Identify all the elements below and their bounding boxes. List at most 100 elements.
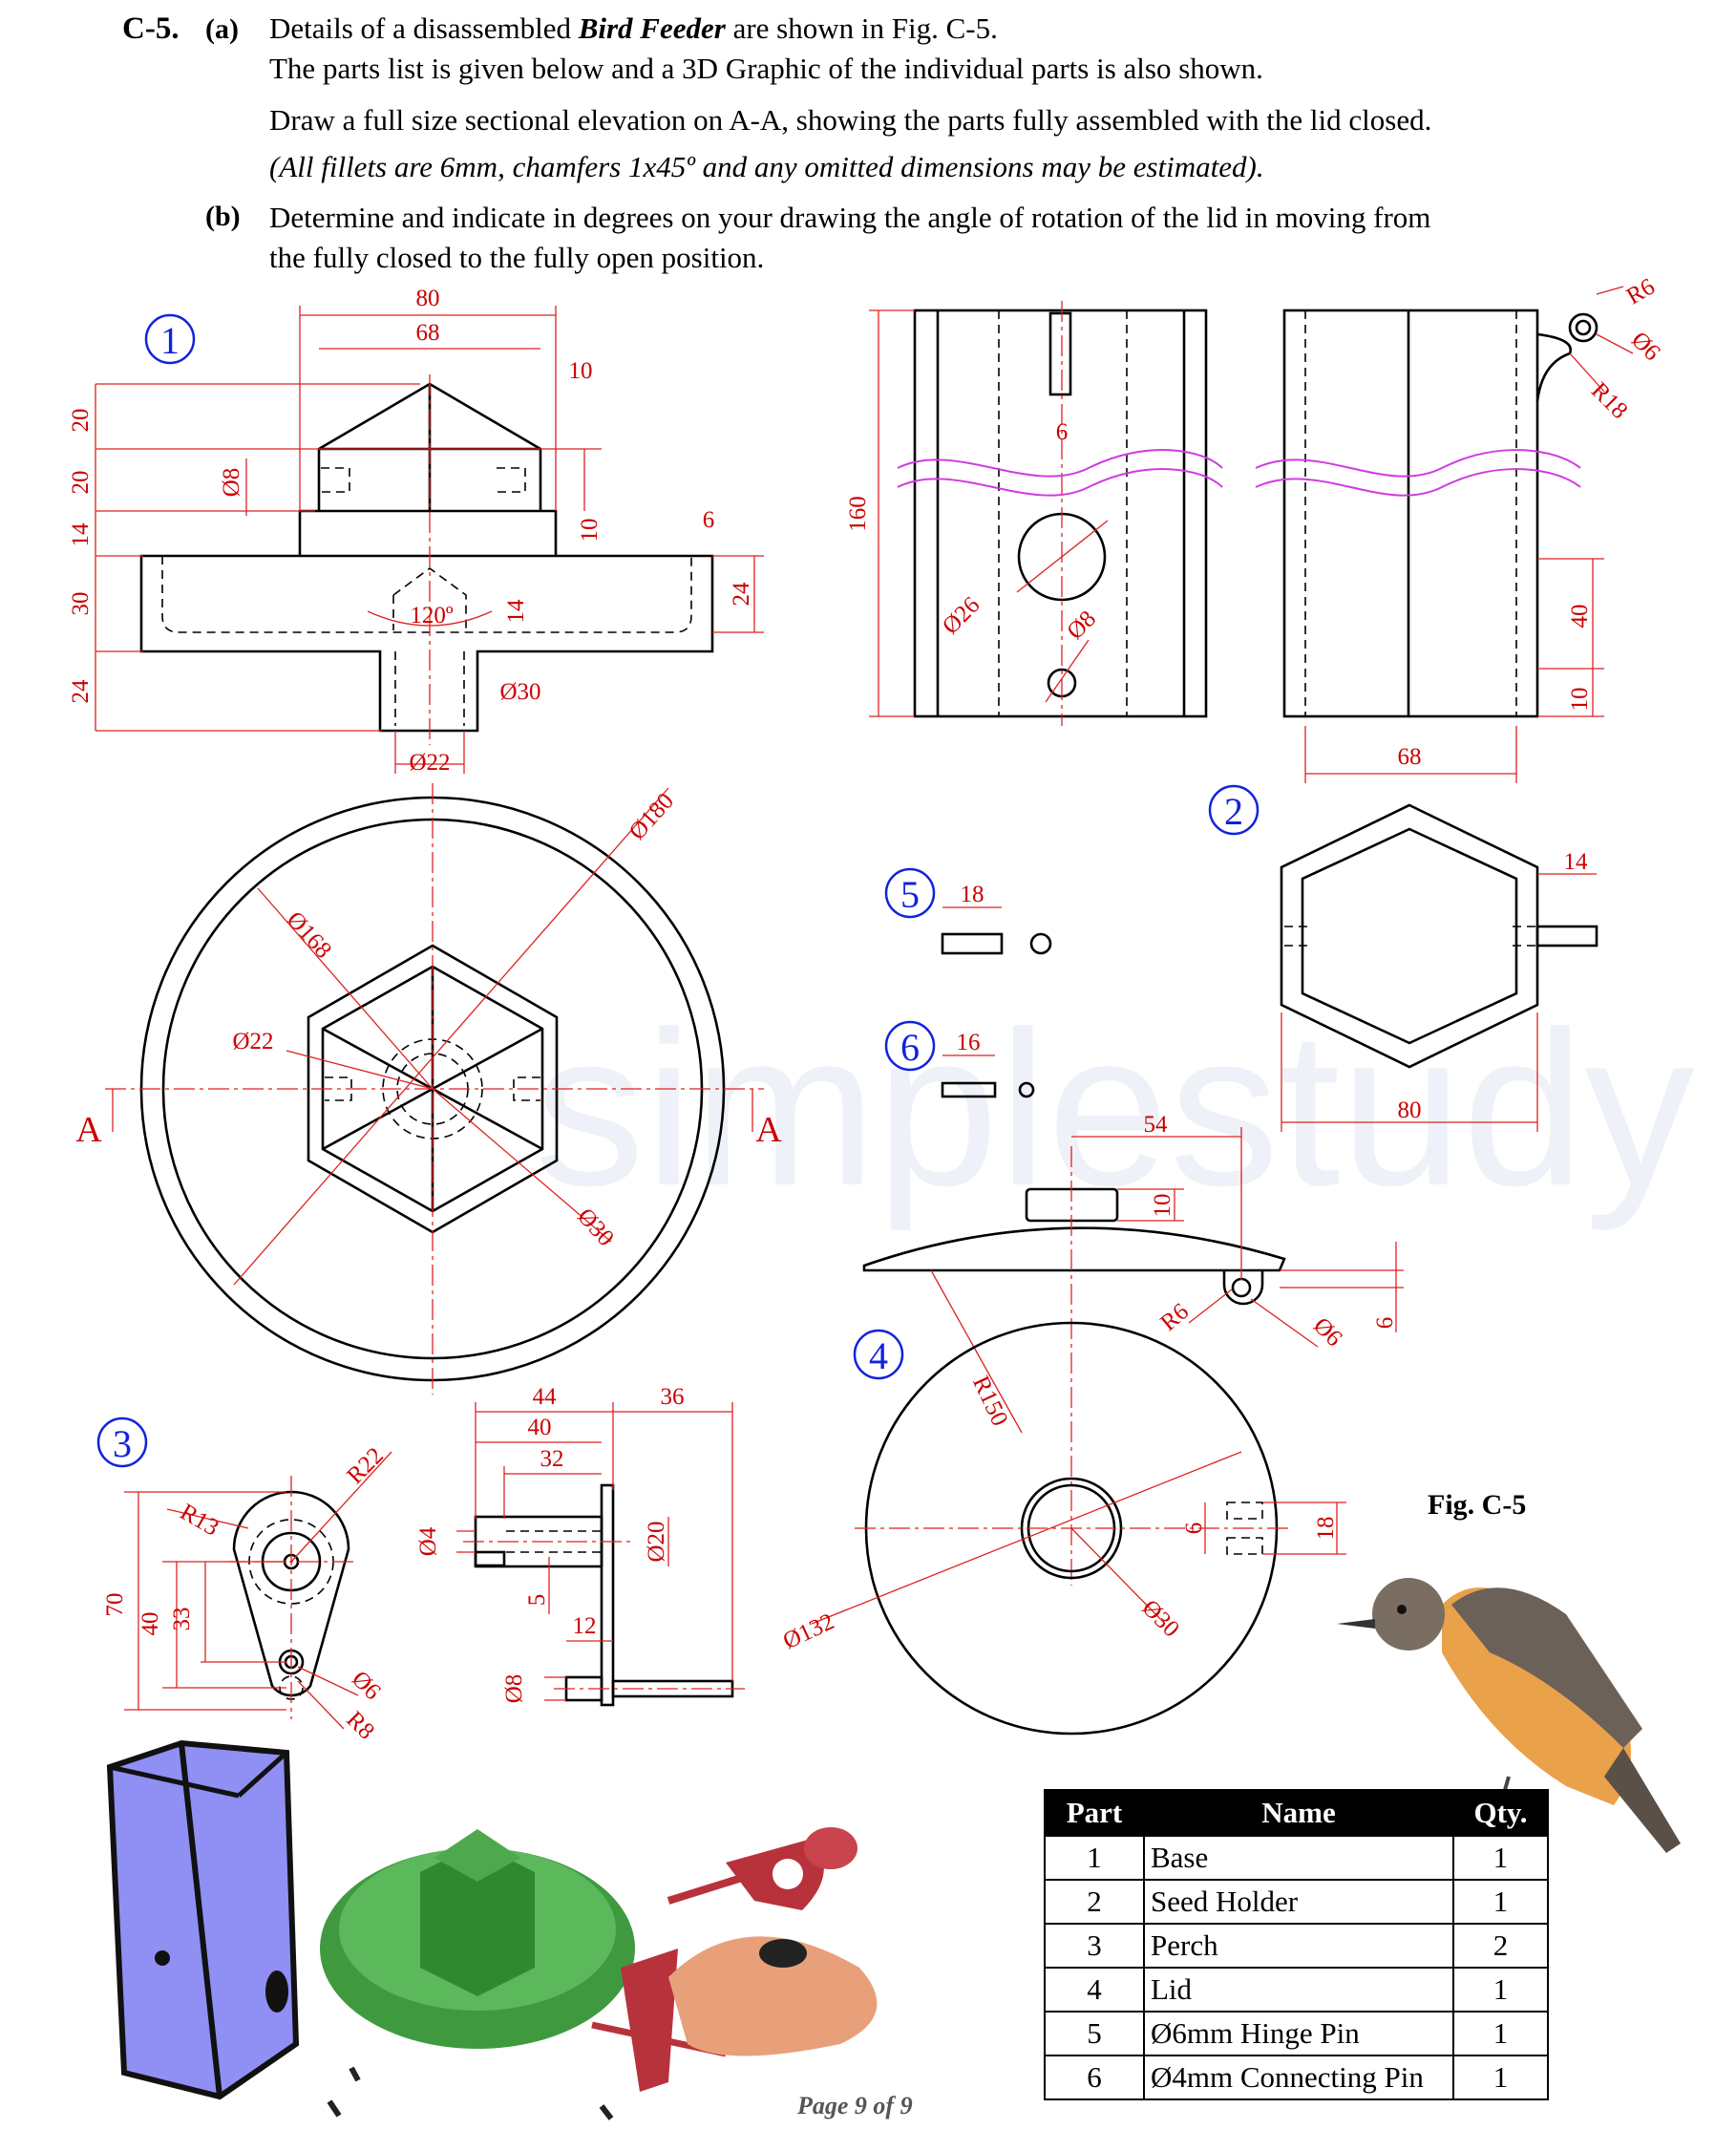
part-circle-6 bbox=[884, 1020, 936, 1072]
section-mark-left: A bbox=[75, 1110, 102, 1150]
outline-shape bbox=[1029, 932, 1052, 955]
outline-shape bbox=[897, 468, 1223, 497]
outline-shape bbox=[1048, 311, 1072, 396]
outline-shape bbox=[1372, 1578, 1445, 1651]
seed-holder-elevations: 160 6 Ø26 Ø8 R6 Ø6 R18 40 10 68 bbox=[845, 274, 1665, 783]
part-cell: 3 bbox=[1044, 1923, 1145, 1969]
hidden-line bbox=[1284, 926, 1537, 947]
dimension-line bbox=[1596, 286, 1624, 295]
perch-side: 44 36 40 32 Ø4 5 Ø20 12 Ø8 bbox=[415, 1384, 745, 1707]
line1-pre: Details of a disassembled bbox=[269, 11, 579, 45]
name-cell: Seed Holder bbox=[1143, 1879, 1454, 1925]
dimension-label: Ø6 bbox=[1626, 327, 1665, 366]
dimension-label: 54 bbox=[1144, 1112, 1169, 1138]
part-circle-5 bbox=[884, 867, 936, 919]
dimension-label: 68 bbox=[416, 320, 440, 346]
outline-shape bbox=[668, 1936, 878, 2056]
dimension-line bbox=[166, 1508, 249, 1529]
bird-feeder-title: Bird Feeder bbox=[578, 11, 726, 45]
outline-shape bbox=[599, 2104, 614, 2120]
dimension-label: 160 bbox=[845, 496, 871, 532]
dimension-label: 10 bbox=[1567, 688, 1593, 712]
dimension-label: Ø26 bbox=[938, 592, 985, 640]
dimension-label: 10 bbox=[1150, 1194, 1175, 1218]
qty-cell: 1 bbox=[1452, 1835, 1549, 1881]
loose-pins-3d-graphic bbox=[327, 2066, 614, 2120]
seed-holder-plan: 2 14 80 bbox=[1208, 784, 1598, 1132]
dimension-label: 6 bbox=[703, 507, 715, 533]
question-line-1: Details of a disassembled Bird Feeder ar… bbox=[269, 10, 998, 48]
outline-shape bbox=[1568, 312, 1598, 343]
dimension-label: R6 bbox=[1622, 274, 1660, 310]
perch-front: 3 R22 R13 70 40 33 Ø6 R8 bbox=[96, 1416, 392, 1745]
dimension-line bbox=[1045, 639, 1090, 703]
outline-shape bbox=[1337, 1619, 1375, 1629]
outline-shape bbox=[420, 1843, 535, 1996]
dimension-label: 30 bbox=[68, 592, 94, 616]
outline-shape bbox=[1535, 332, 1573, 402]
dimension-label: R13 bbox=[176, 1499, 223, 1541]
dimension-line bbox=[1016, 520, 1109, 593]
dimension-label: 36 bbox=[661, 1384, 685, 1410]
outline-shape bbox=[237, 1751, 288, 1798]
dimension-label: 24 bbox=[68, 679, 94, 704]
question-line-2: The parts list is given below and a 3D G… bbox=[269, 52, 1263, 85]
part-number-4: 4 bbox=[869, 1334, 888, 1377]
outline-shape bbox=[1535, 925, 1598, 948]
outline-shape bbox=[1222, 1270, 1264, 1306]
dimension-label: 6 bbox=[1181, 1523, 1207, 1535]
dimension-label: 5 bbox=[524, 1594, 550, 1607]
outline-shape bbox=[434, 1829, 520, 1882]
hidden-line bbox=[394, 651, 465, 726]
outline-shape bbox=[349, 2066, 361, 2082]
part-b-label: (b) bbox=[205, 201, 241, 232]
outline-shape bbox=[1282, 309, 1539, 718]
dimension-label: Ø132 bbox=[779, 1608, 838, 1654]
hidden-line bbox=[392, 567, 467, 630]
hidden-line bbox=[161, 556, 692, 633]
dimension-label: 14 bbox=[68, 522, 94, 547]
dimension-label: 33 bbox=[169, 1608, 195, 1631]
header-part: Part bbox=[1044, 1789, 1145, 1837]
part-circle-4 bbox=[853, 1329, 904, 1380]
dimension-label: 14 bbox=[503, 599, 529, 624]
dimension-label: Ø22 bbox=[232, 1029, 273, 1054]
dimension-line bbox=[257, 887, 434, 1090]
dimension-label: Ø180 bbox=[625, 788, 679, 844]
name-cell: Ø6mm Hinge Pin bbox=[1143, 2011, 1454, 2056]
table-header-row: Part Name Qty. bbox=[1044, 1789, 1549, 1837]
qty-cell: 2 bbox=[1452, 1923, 1549, 1969]
figure-label: Fig. C-5 bbox=[1428, 1489, 1526, 1521]
connecting-pin: 6 16 bbox=[884, 1020, 1035, 1098]
page-number: Page 9 of 9 bbox=[797, 2092, 913, 2119]
outline-shape bbox=[139, 554, 714, 733]
outline-shape bbox=[804, 1827, 857, 1869]
outline-shape bbox=[1255, 449, 1581, 478]
dimension-line bbox=[367, 610, 493, 627]
part-cell: 6 bbox=[1044, 2055, 1145, 2100]
outline-shape bbox=[862, 1226, 1286, 1272]
outline-shape bbox=[1397, 1605, 1407, 1614]
dimension-label: 120º bbox=[410, 603, 454, 628]
dimension-label: Ø22 bbox=[409, 750, 450, 776]
dimension-line bbox=[1070, 1527, 1166, 1625]
dimension-label: 44 bbox=[533, 1384, 558, 1410]
dimension-label: 80 bbox=[416, 286, 440, 311]
outline-shape bbox=[155, 1950, 170, 1966]
outline-shape bbox=[1604, 1748, 1681, 1853]
dimension-label: Ø30 bbox=[499, 679, 540, 705]
dimension-label: Ø8 bbox=[501, 1674, 527, 1704]
dimension-line bbox=[286, 1050, 434, 1090]
outline-shape bbox=[298, 509, 558, 556]
outline-shape bbox=[1255, 468, 1581, 497]
dimension-label: 40 bbox=[528, 1415, 552, 1440]
part-number-3: 3 bbox=[113, 1422, 132, 1465]
watermark: simplestudy bbox=[535, 986, 1694, 1231]
outline-shape bbox=[667, 1873, 747, 1905]
outline-shape bbox=[1575, 319, 1592, 336]
dimension-label: Ø8 bbox=[1062, 606, 1101, 645]
question-line-5: Determine and indicate in degrees on you… bbox=[269, 201, 1431, 234]
dimension-line bbox=[1596, 333, 1634, 354]
